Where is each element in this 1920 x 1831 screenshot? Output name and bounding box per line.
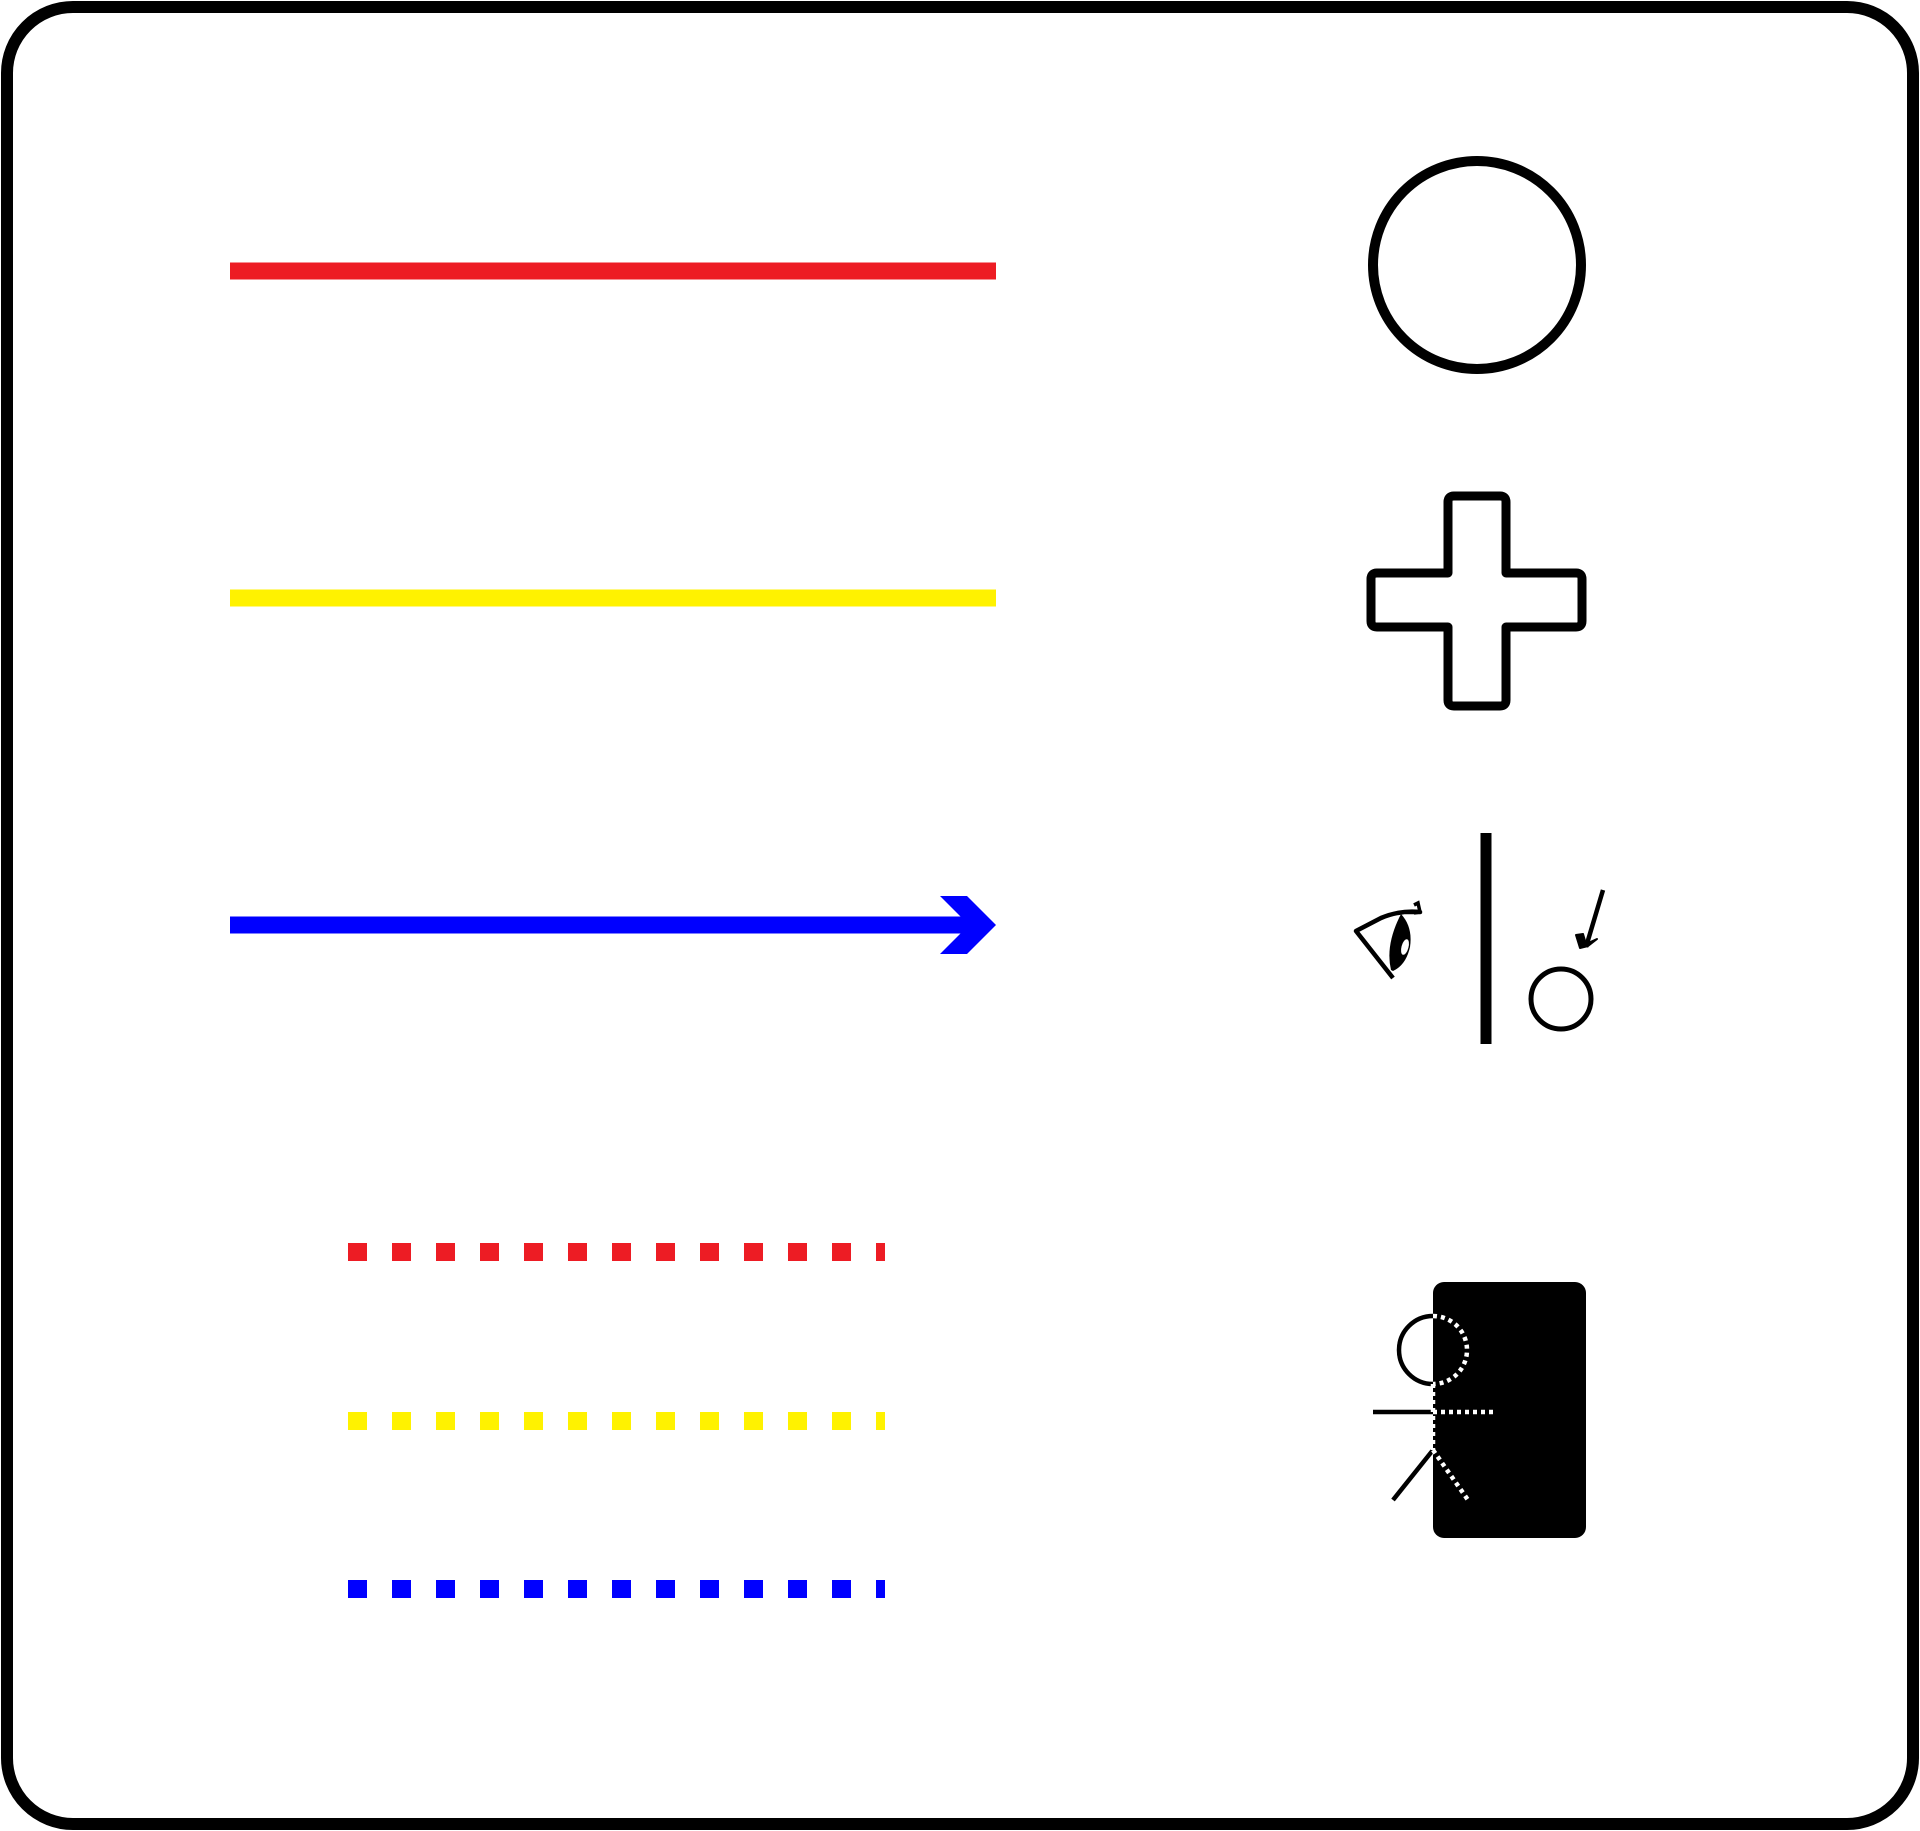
eye-icon bbox=[1353, 900, 1423, 980]
line-samples bbox=[230, 262, 996, 1598]
eye-wall-ball-icon bbox=[1353, 833, 1606, 1044]
person-behind-door-icon bbox=[1373, 1282, 1586, 1538]
person-outline-visible bbox=[1373, 1313, 1435, 1502]
plus-outline-icon bbox=[1366, 491, 1587, 711]
ball-icon bbox=[1528, 966, 1594, 1032]
incoming-arrow-icon bbox=[1575, 889, 1606, 949]
circle-outline-icon bbox=[1368, 156, 1586, 374]
blue-arrowhead bbox=[940, 896, 996, 954]
person-outline-hidden bbox=[1430, 1313, 1494, 1502]
door-shape bbox=[1433, 1282, 1586, 1538]
